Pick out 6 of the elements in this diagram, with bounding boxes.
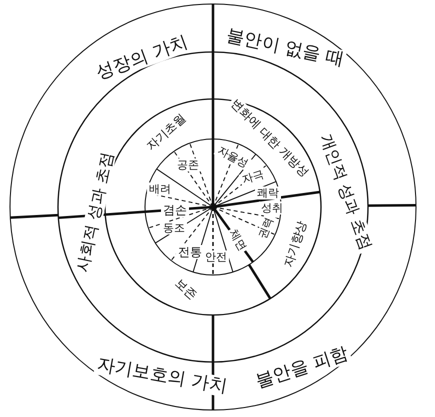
value-label: 공존 xyxy=(175,158,201,172)
value-label: 전통 xyxy=(176,245,204,259)
value-label: 안전 xyxy=(203,250,229,264)
value-label: 겸손 xyxy=(161,203,189,217)
value-label: 동조 xyxy=(161,222,187,234)
value-label: 쾌락 xyxy=(255,186,281,200)
